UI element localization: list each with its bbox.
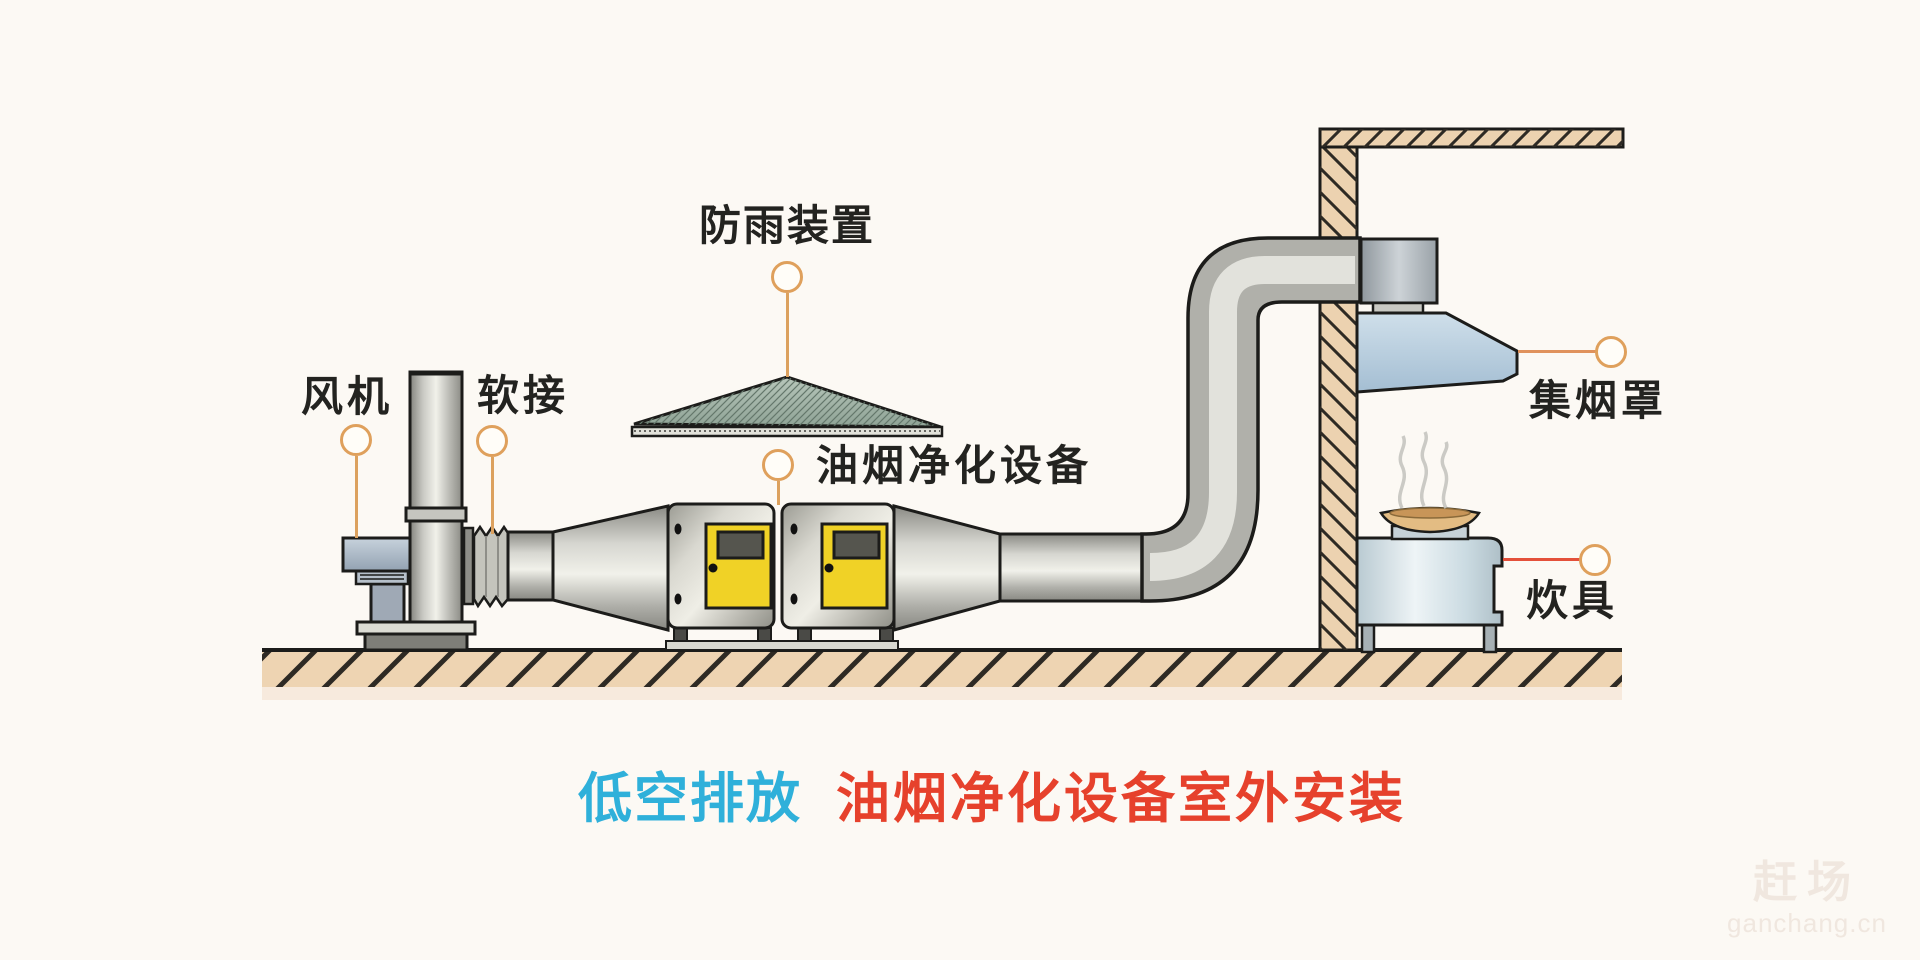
caption: 低空排放 油烟净化设备室外安装 xyxy=(578,769,1406,829)
fan-motor xyxy=(354,569,410,586)
wall-duct-connector xyxy=(1359,237,1439,318)
caption-title: 油烟净化设备室外安装 xyxy=(836,769,1406,829)
door-knob xyxy=(824,563,834,573)
purifier-base-rail xyxy=(665,640,899,651)
purifier-unit-2 xyxy=(780,502,896,645)
callout-line-cookware xyxy=(1503,558,1580,561)
ground xyxy=(262,648,1622,700)
callout-line-fan xyxy=(355,456,358,538)
purifier-window-2 xyxy=(832,530,881,560)
label-rain-shield: 防雨装置 xyxy=(699,202,876,249)
fan-unit xyxy=(341,536,477,652)
wok xyxy=(1379,506,1481,534)
purifier-unit-1 xyxy=(666,502,776,645)
callout-circle-cookware xyxy=(1579,544,1611,576)
callout-circle-rain-shield xyxy=(771,261,803,293)
fan-housing xyxy=(341,536,415,573)
purifier-window-1 xyxy=(716,530,765,560)
caption-exhaust-mode: 低空排放 xyxy=(578,769,802,829)
kitchen-wall xyxy=(1318,127,1359,652)
callout-circle-flex-joint xyxy=(476,425,508,457)
callout-circle-purifier xyxy=(762,449,794,481)
inlet-duct xyxy=(506,504,670,632)
kitchen-ceiling xyxy=(1318,127,1625,149)
flexible-connector xyxy=(462,524,510,609)
callout-circle-smoke-hood xyxy=(1595,336,1627,368)
fan-base xyxy=(363,632,469,652)
callout-line-purifier xyxy=(777,481,780,505)
cooking-stove xyxy=(1355,524,1504,654)
exhaust-s-duct xyxy=(1140,236,1362,603)
label-purifier: 油烟净化设备 xyxy=(816,442,1093,489)
exhaust-hood xyxy=(1355,311,1519,394)
fan-pedestal xyxy=(369,582,406,624)
rain-canopy xyxy=(630,375,944,438)
stove-leg xyxy=(1482,623,1498,654)
callout-circle-fan xyxy=(340,424,372,456)
callout-line-smoke-hood xyxy=(1518,350,1596,353)
callout-line-rain-shield xyxy=(786,293,789,377)
watermark: 赶场 ganchang.cn xyxy=(1712,858,1902,938)
watermark-logo-text: 赶场 xyxy=(1753,858,1861,907)
chimney-duct xyxy=(404,370,468,624)
label-flex-joint: 软接 xyxy=(477,372,570,419)
callout-line-flex-joint xyxy=(491,457,494,534)
label-smoke-hood: 集烟罩 xyxy=(1529,377,1668,424)
door-knob xyxy=(708,563,718,573)
watermark-domain: ganchang.cn xyxy=(1727,907,1887,938)
outlet-duct xyxy=(892,504,1144,632)
stove-leg xyxy=(1360,623,1376,654)
label-fan: 风机 xyxy=(301,373,394,420)
duct-flange xyxy=(404,506,468,523)
label-cookware: 炊具 xyxy=(1526,577,1619,624)
steam xyxy=(1398,431,1449,509)
fan-base-plate xyxy=(355,620,477,636)
